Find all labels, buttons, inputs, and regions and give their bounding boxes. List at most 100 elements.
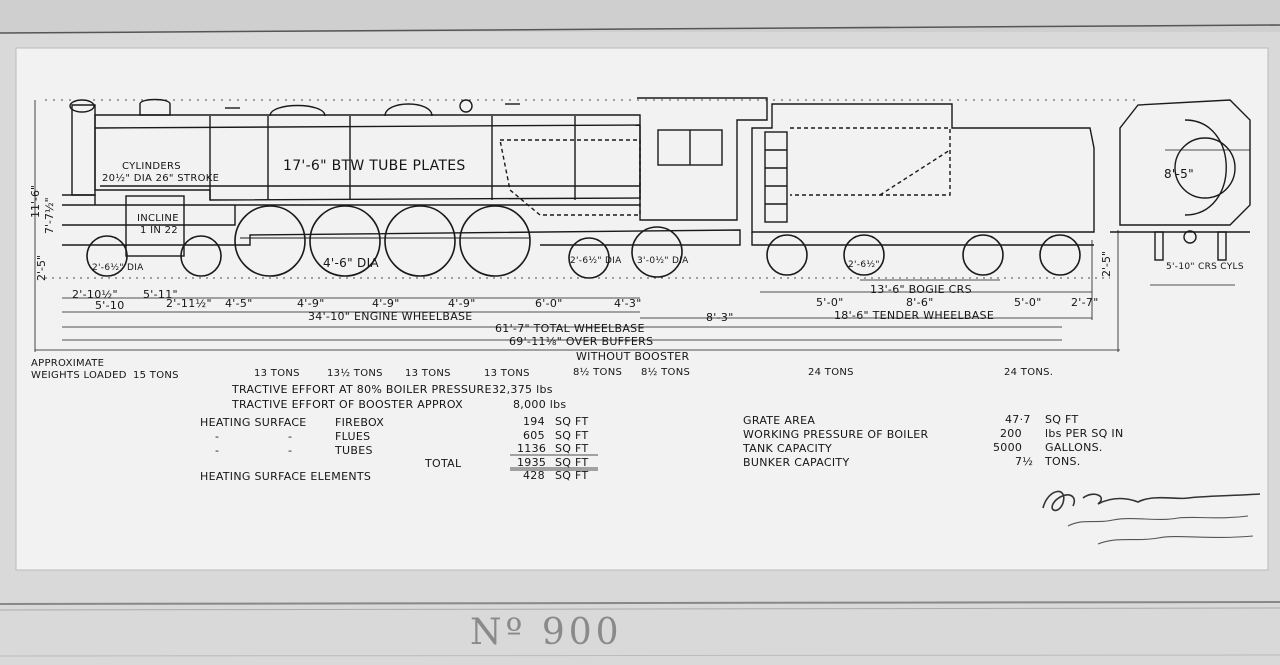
driving-wheel <box>309 205 381 277</box>
driving-wheel <box>234 205 306 277</box>
elements-unit: SQ FT <box>555 469 589 482</box>
wheel-spacing: 4'-5" <box>225 297 253 310</box>
total-wheelbase-label: 61'-7" TOTAL WHEELBASE <box>495 322 645 335</box>
total-unit: SQ FT <box>555 456 589 469</box>
bogie-wheel-label: 2'-6½" DIA <box>92 263 144 273</box>
tank-unit: GALLONS. <box>1045 441 1103 454</box>
incline-label: INCLINE <box>137 213 179 224</box>
total-value: 1935 <box>517 456 547 469</box>
trailing-wheel-label: 2'-6½" DIA <box>570 256 622 266</box>
plate-number: Nº 900 <box>470 612 623 653</box>
wheel-spacing: 4'-3" <box>614 297 642 310</box>
tubes-label: TUBES <box>335 444 373 457</box>
incline-ratio-label: 1 IN 22 <box>140 225 178 236</box>
wheel-spacing: 2'-11½" <box>166 297 212 310</box>
trailing-wheel <box>631 226 683 278</box>
axle-weight: 13 TONS <box>405 368 451 379</box>
axle-weight: 13½ TONS <box>327 368 383 379</box>
bogie-wheel <box>180 235 222 277</box>
engine-wheelbase-label: 34'-10" ENGINE WHEELBASE <box>308 310 473 323</box>
pressure-unit: lbs PER SQ IN <box>1045 427 1124 440</box>
grate-unit: SQ FT <box>1045 413 1079 426</box>
heating-label: HEATING SURFACE <box>200 416 307 429</box>
grate-value: 47·7 <box>1005 413 1031 426</box>
bunker-unit: TONS. <box>1045 455 1081 468</box>
wheel-spacing: 4'-9" <box>448 297 476 310</box>
weights-label: WEIGHTS LOADED <box>31 370 127 381</box>
loading-gauge-label: 8'-5" <box>1164 167 1194 181</box>
rail-height-tender-label: 2'-5" <box>1100 250 1113 277</box>
height-total-label: 11'-6" <box>29 184 42 218</box>
bunker-value: 7½ <box>1015 455 1034 468</box>
tubes-unit: SQ FT <box>555 442 589 455</box>
wheel-spacing: 4'-9" <box>372 297 400 310</box>
axle-weight: 24 TONS. <box>1004 367 1054 378</box>
axle-weight: 15 TONS <box>133 370 179 381</box>
elements-value: 428 <box>523 469 545 482</box>
pressure-value: 200 <box>1000 427 1022 440</box>
over-buffers-label: 69'-11⅛" OVER BUFFERS <box>509 335 654 348</box>
driving-wheel-label: 4'-6" DIA <box>323 256 379 270</box>
booster-label: TRACTIVE EFFORT OF BOOSTER APPROX <box>232 398 463 411</box>
tender-wheel <box>766 234 808 276</box>
tractive-value: 32,375 lbs <box>492 383 553 396</box>
rail-height-label: 2'-5" <box>35 254 48 281</box>
flues-label: FLUES <box>335 430 371 443</box>
wheel-spacing: 5'-11" <box>143 288 178 301</box>
cylinders-label: CYLINDERS <box>122 161 181 172</box>
wheel-spacing: 6'-0" <box>535 297 563 310</box>
tank-label: TANK CAPACITY <box>743 442 833 455</box>
bunker-label: BUNKER CAPACITY <box>743 456 850 469</box>
axle-weight: 24 TONS <box>808 367 854 378</box>
tank-value: 5000 <box>993 441 1023 454</box>
bogie-wheel <box>86 235 128 277</box>
tractive-label: TRACTIVE EFFORT AT 80% BOILER PRESSURE <box>232 383 492 396</box>
wheel-spacing: 5'-10 <box>95 299 125 312</box>
tender-wheel-label: 2'-6½" <box>848 260 880 270</box>
elements-label: HEATING SURFACE ELEMENTS <box>200 470 372 483</box>
bogie-centres-label: 13'-6" BOGIE CRS <box>870 283 972 296</box>
wheel-spacing: 2'-10½" <box>72 288 118 301</box>
ditto-mark: - <box>215 430 220 443</box>
trailing-wheel-label: 3'-0½" DIA <box>637 256 689 266</box>
axle-weight: 8½ TONS <box>641 367 691 378</box>
gap-label: 8'-3" <box>706 311 734 324</box>
trailing-wheel <box>568 237 610 279</box>
ditto-mark: - <box>288 430 293 443</box>
firebox-label: FIREBOX <box>335 416 385 429</box>
paper-sheet <box>15 47 1269 571</box>
axle-weight: 8½ TONS <box>573 367 623 378</box>
tender-spacing: 5'-0" <box>1014 296 1042 309</box>
weights-label: APPROXIMATE <box>31 358 105 369</box>
total-label: TOTAL <box>425 457 462 470</box>
wheels <box>86 205 1081 279</box>
tender-wheelbase-label: 18'-6" TENDER WHEELBASE <box>834 309 995 322</box>
tube-plates-label: 17'-6" BTW TUBE PLATES <box>283 158 466 174</box>
driving-wheel <box>459 205 531 277</box>
booster-value: 8,000 lbs <box>513 398 567 411</box>
locomotive-drawing <box>62 97 1251 261</box>
handwritten-signature <box>1042 490 1261 545</box>
height-boiler-label: 7'-7½" <box>43 197 56 234</box>
grate-label: GRATE AREA <box>743 414 816 427</box>
pressure-label: WORKING PRESSURE OF BOILER <box>743 428 929 441</box>
tender-spacing: 2'-7" <box>1071 296 1099 309</box>
firebox-unit: SQ FT <box>555 415 589 428</box>
ditto-mark: - <box>215 444 220 457</box>
ditto-mark: - <box>288 444 293 457</box>
axle-weight: 13 TONS <box>254 368 300 379</box>
tender-wheel <box>1039 234 1081 276</box>
tender-wheel <box>962 234 1004 276</box>
without-booster-label: WITHOUT BOOSTER <box>576 350 690 363</box>
cylinder-centres-label: 5'-10" CRS CYLS <box>1166 262 1244 272</box>
driving-wheel <box>384 205 456 277</box>
axle-weight: 13 TONS <box>484 368 530 379</box>
wheel-spacing: 4'-9" <box>297 297 325 310</box>
dimension-lines <box>34 99 1250 471</box>
cylinders-size-label: 20½" DIA 26" STROKE <box>102 173 220 184</box>
firebox-value: 194 <box>523 415 545 428</box>
tender-wheel <box>843 234 885 276</box>
tender-spacing: 8'-6" <box>906 296 934 309</box>
